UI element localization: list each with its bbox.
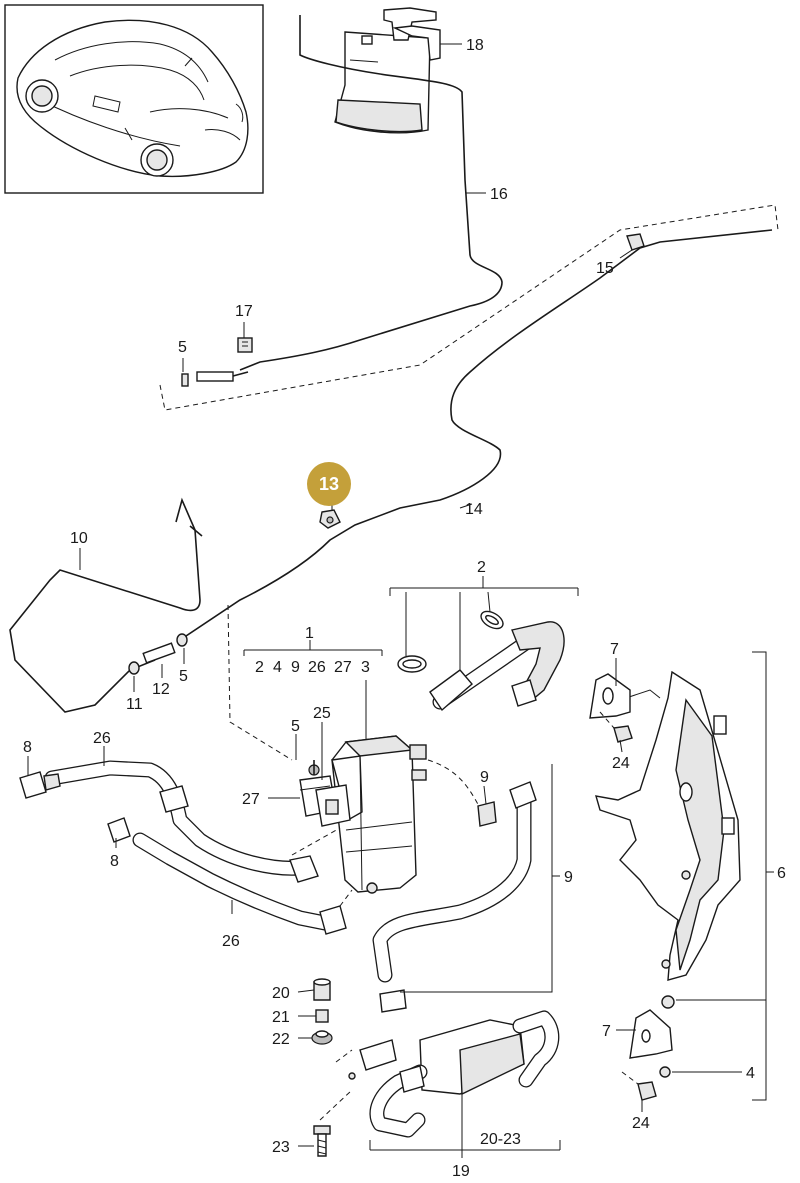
hose-9 [372,781,537,1013]
bracket-6 [595,670,741,981]
washer-line-14 [179,229,773,641]
leader-dashed-26 [291,827,341,856]
callout-24-upper: 24 [612,755,630,772]
grommet-20 [313,978,331,1001]
leader-lines [27,43,774,1158]
connector-8-upper [19,771,61,799]
callout-5-top: 5 [178,339,187,356]
line-tag-17 [237,337,253,353]
callout-9-side: 9 [564,869,573,886]
harness-outline [159,204,779,411]
callout-1-sub-26: 26 [308,659,326,676]
callout-1-sub-3: 3 [361,659,370,676]
leader-dashed-9 [427,759,481,809]
washer-pump-assembly [299,735,427,894]
callout-26-lower: 26 [222,933,240,950]
callout-11: 11 [126,696,143,713]
grommet-13 [319,509,341,529]
leader-dashed-5 [227,604,293,761]
callout-26-upper: 26 [93,730,111,747]
car-illustration [16,19,249,178]
callout-24-lower: 24 [632,1115,650,1132]
bracket-7-upper [589,673,631,719]
callout-27: 27 [242,791,260,808]
bolt-23 [313,1125,331,1157]
callout-1-sub-4: 4 [273,659,282,676]
callout-12: 12 [152,681,170,698]
clip-15 [626,233,645,251]
callout-10: 10 [70,530,88,547]
callout-1-sub-2: 2 [255,659,264,676]
callout-17: 17 [235,303,253,320]
callout-2: 2 [477,559,486,576]
nut-4 [659,1066,671,1078]
callout-21: 21 [272,1009,290,1026]
hose-26-lower [132,832,347,935]
callout-22: 22 [272,1031,290,1048]
washer-line-16 [239,15,503,371]
bolt-24-upper [599,711,633,743]
callout-7-upper: 7 [610,641,619,658]
callouts: 18 16 17 5 15 14 10 11 12 5 1 2 4 9 26 2… [23,37,786,1180]
nut-21 [315,1009,329,1023]
bolt-24-lower [621,1071,657,1101]
callout-20-23: 20-23 [480,1131,521,1148]
callout-15: 15 [596,260,614,277]
highlight-badge-circle [307,462,351,506]
hose-set-2 [397,610,565,712]
washer-fluid-container [334,7,441,134]
grommet-upper-6 [661,995,675,1009]
callout-1: 1 [305,625,314,642]
vehicle-inset [4,4,264,194]
callout-16: 16 [490,186,508,203]
callout-9-upper: 9 [480,769,489,786]
nut-11 [128,661,140,675]
callout-6: 6 [777,865,786,882]
connector-8-lower [107,817,131,843]
hose-26-upper [44,760,319,883]
callout-14: 14 [465,501,483,518]
callout-4: 4 [746,1065,755,1082]
callout-1-sub-9: 9 [291,659,300,676]
callout-1-sub-27: 27 [334,659,352,676]
bracket-7-lower [629,1009,673,1059]
callout-5-low: 5 [291,718,300,735]
callout-18: 18 [466,37,484,54]
washer-22 [311,1030,333,1045]
leader-dashed-26b [339,889,353,907]
callout-19: 19 [452,1163,470,1180]
highlight-badge-13[interactable]: 13 [307,462,351,506]
washer-line-10 [9,497,203,713]
connector-12 [142,642,176,664]
callout-20: 20 [272,985,290,1002]
callout-5-mid: 5 [179,668,188,685]
callout-25: 25 [313,705,331,722]
line-end-connector [181,371,249,387]
callout-7-lower: 7 [602,1023,611,1040]
leader-dashed-23 [319,1049,353,1121]
callout-8-lower: 8 [110,853,119,870]
pump-19 [348,1010,560,1138]
clamp-5-mid [176,633,188,647]
callout-23: 23 [272,1139,290,1156]
callout-8-upper: 8 [23,739,32,756]
highlight-badge-label: 13 [319,474,339,494]
